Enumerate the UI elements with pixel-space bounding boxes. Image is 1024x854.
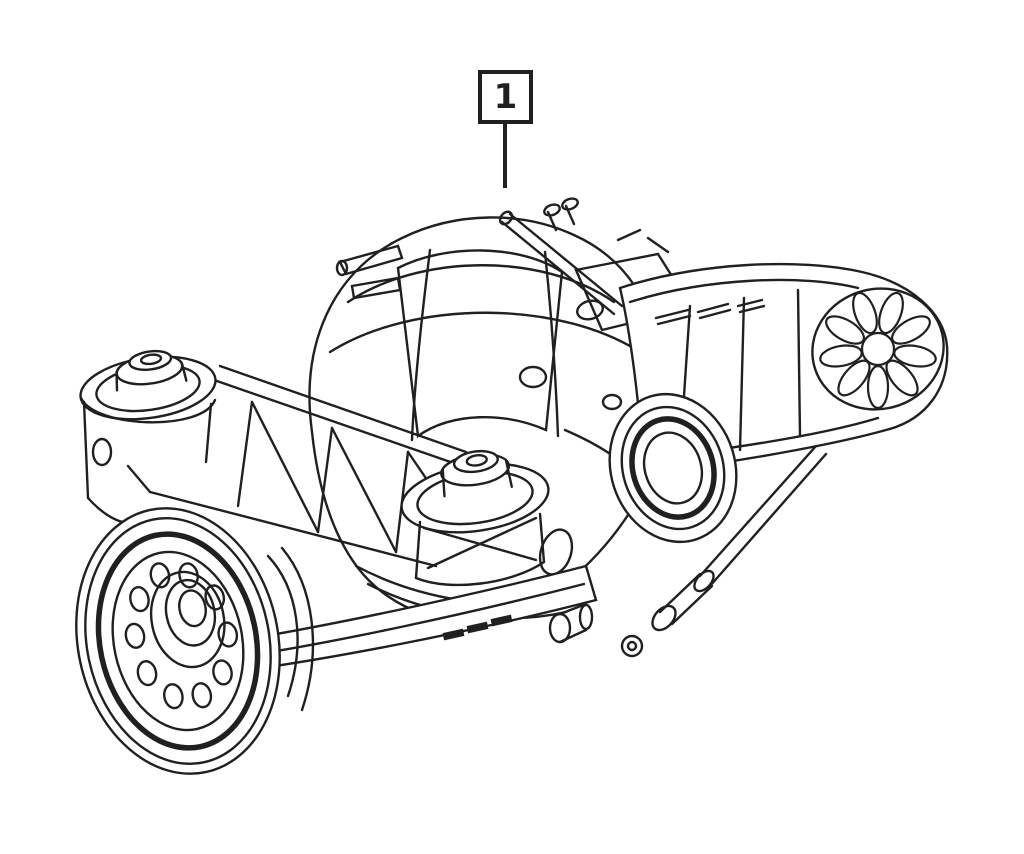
callout-box-1[interactable]: 1 [478, 70, 533, 124]
strut-bolt [620, 634, 644, 658]
flange-bolt-hole [191, 682, 213, 709]
flange-bolt-hole [136, 660, 158, 687]
pulley-dark-ring [95, 531, 261, 751]
bracket-oval-hole [538, 528, 574, 576]
hub-center-hole [178, 589, 207, 628]
stud-bolt-head [561, 197, 579, 211]
flange-bolt-hole [129, 586, 150, 613]
illustration-strokes [75, 197, 949, 775]
housing-bolt-hole [518, 365, 548, 389]
cover-boss [576, 299, 604, 321]
lower-strut [548, 444, 828, 658]
stud-bolt-head [543, 203, 561, 217]
hub-ring [149, 570, 226, 669]
flange-bolt-hole [212, 659, 233, 686]
stamped-mark [442, 628, 465, 641]
bushing-center-hole [139, 353, 163, 366]
stamped-mark [466, 621, 489, 634]
flange-bolt-hole [178, 562, 199, 589]
center-bushing-mount [400, 449, 574, 587]
wing-louver-slot [736, 298, 766, 314]
wing-louver-slot [696, 302, 732, 320]
rear-pulley-arcs [266, 546, 315, 712]
housing-bolt-hole [601, 393, 623, 411]
callout-label: 1 [493, 77, 518, 117]
differential-housing [308, 216, 666, 623]
flange-bolt-hole [124, 622, 146, 649]
left-bushing-mount [79, 349, 217, 525]
flange-bolt-hole [149, 562, 171, 589]
axle-output-bore [608, 392, 738, 544]
stamped-mark [490, 614, 513, 627]
damper-pulley [75, 507, 281, 775]
flange-bolt-hole [163, 683, 184, 710]
bore-seal-ring [629, 416, 717, 520]
wing-louver-slot [654, 308, 692, 326]
wing-vent-spokes [819, 291, 937, 410]
flange-bolt-hole [204, 584, 226, 611]
callout-leader-line [503, 124, 507, 188]
bushing-center-hole [465, 454, 488, 467]
bracket-hole [91, 437, 113, 467]
